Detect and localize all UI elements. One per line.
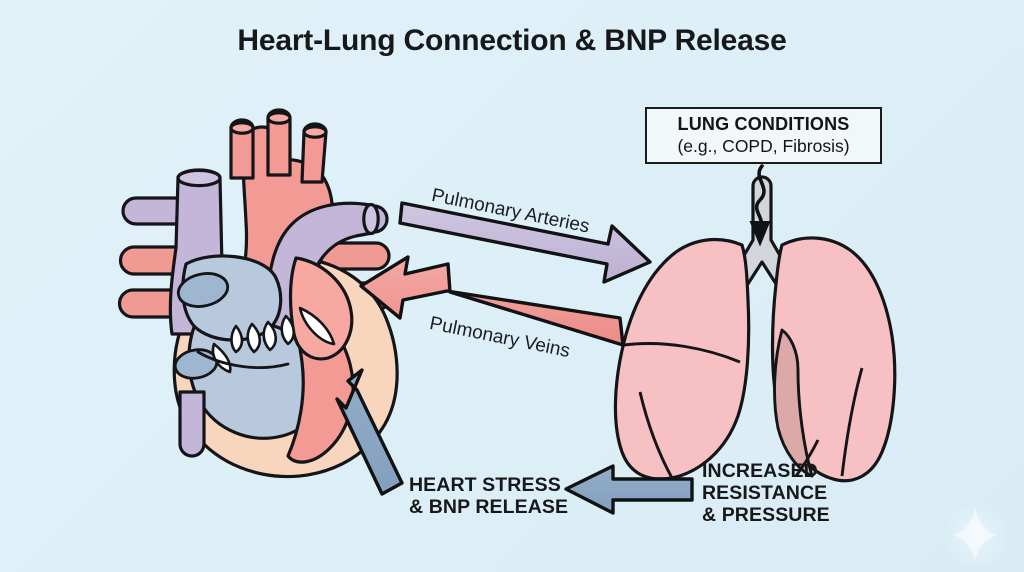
arrow-increased-resistance — [564, 464, 694, 515]
left-lung — [613, 238, 751, 481]
arrow-pulmonary-arteries — [398, 201, 652, 284]
arrow-pulmonary-veins — [359, 255, 625, 347]
arrow-heart-stress — [335, 368, 404, 496]
sparkle-watermark — [941, 501, 1009, 569]
heart-stress-line-2: & BNP RELEASE — [409, 495, 569, 518]
right-lung-fissure — [840, 367, 864, 477]
lung-conditions-box: LUNG CONDITIONS (e.g., COPD, Fibrosis) — [645, 107, 882, 164]
increased-line-2: RESISTANCE — [702, 481, 828, 504]
increased-line-3: & PRESSURE — [702, 503, 830, 526]
lungs-illustration — [613, 175, 897, 483]
right-lung — [770, 236, 897, 483]
vessel-opening-upper — [176, 272, 230, 308]
right-lung-shaded-region — [773, 328, 814, 478]
page-title: Heart-Lung Connection & BNP Release — [237, 24, 787, 57]
descending-vessel — [178, 390, 206, 458]
label-heart-stress: HEART STRESS& BNP RELEASE — [409, 474, 569, 519]
arrow-lung-conditions-squiggle — [749, 164, 771, 247]
lung-conditions-subtext: (e.g., COPD, Fibrosis) — [677, 136, 850, 156]
left-lung-fissure — [623, 342, 741, 364]
lung-conditions-heading: LUNG CONDITIONS — [677, 114, 850, 134]
left-lung-fissure-2 — [638, 391, 674, 479]
septum-line — [196, 350, 290, 369]
heart-stress-line-1: HEART STRESS — [409, 474, 561, 496]
right-lung-fissure-2 — [794, 439, 820, 477]
increased-line-1: INCREASED — [702, 460, 818, 482]
heart-valves — [211, 306, 336, 374]
heart-illustration — [117, 108, 399, 479]
left-atrium — [288, 256, 354, 361]
aortic-branches — [229, 108, 328, 184]
